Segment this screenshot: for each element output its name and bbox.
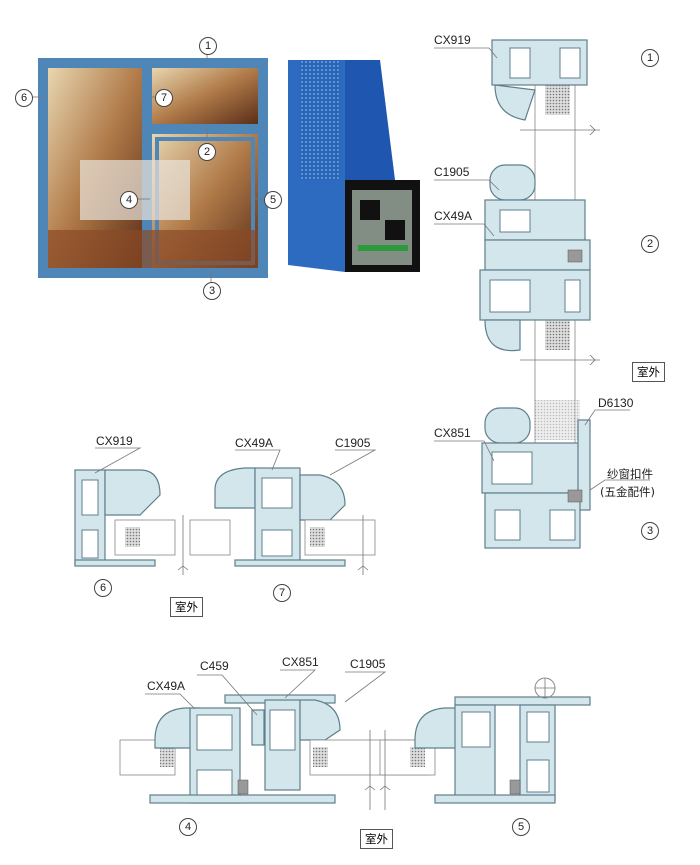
label-cx851-bottom: CX851 xyxy=(282,655,319,669)
label-cx49a-bottom: CX49A xyxy=(147,679,186,693)
label-c459: C459 xyxy=(200,659,229,673)
section-circle-5: 5 xyxy=(512,818,530,836)
callout-2: 2 xyxy=(198,143,216,161)
label-cx851: CX851 xyxy=(434,426,471,440)
label-cx49a: CX49A xyxy=(434,209,473,223)
callout-3: 3 xyxy=(203,282,221,300)
section-circle-7: 7 xyxy=(273,584,291,602)
section-circle-4: 4 xyxy=(179,818,197,836)
outside-label-right: 室外 xyxy=(632,362,665,382)
horizontal-section-6-7 xyxy=(74,467,376,575)
label-hardware: (五金配件) xyxy=(600,485,655,499)
label-c1905: C1905 xyxy=(434,165,470,179)
section-circle-2: 2 xyxy=(641,235,659,253)
section-circle-1: 1 xyxy=(641,49,659,67)
section-circle-3: 3 xyxy=(641,522,659,540)
outside-label-middle: 室外 xyxy=(170,597,203,617)
label-cx919: CX919 xyxy=(434,33,471,47)
label-d6130: D6130 xyxy=(598,396,634,410)
label-cx49a-mid: CX49A xyxy=(235,436,274,450)
horizontal-section-4-5 xyxy=(119,677,591,810)
label-cx919-mid: CX919 xyxy=(96,434,133,448)
profile-cutaway-image xyxy=(288,60,420,272)
label-c1905-mid: C1905 xyxy=(335,436,371,450)
label-c1905-bottom: C1905 xyxy=(350,657,386,671)
callout-6: 6 xyxy=(15,89,33,107)
callout-7: 7 xyxy=(155,89,173,107)
right-leader-lines xyxy=(434,47,650,491)
middle-leader-lines xyxy=(94,447,377,476)
callout-1: 1 xyxy=(199,37,217,55)
window-photo xyxy=(38,58,268,278)
bottom-leader-lines xyxy=(145,669,387,716)
vertical-section-drawing xyxy=(479,39,600,549)
callout-4: 4 xyxy=(120,191,138,209)
outside-label-bottom: 室外 xyxy=(360,829,393,849)
section-circle-6: 6 xyxy=(94,579,112,597)
callout-5: 5 xyxy=(264,191,282,209)
label-screen-clip: 纱窗扣件 xyxy=(607,467,653,481)
